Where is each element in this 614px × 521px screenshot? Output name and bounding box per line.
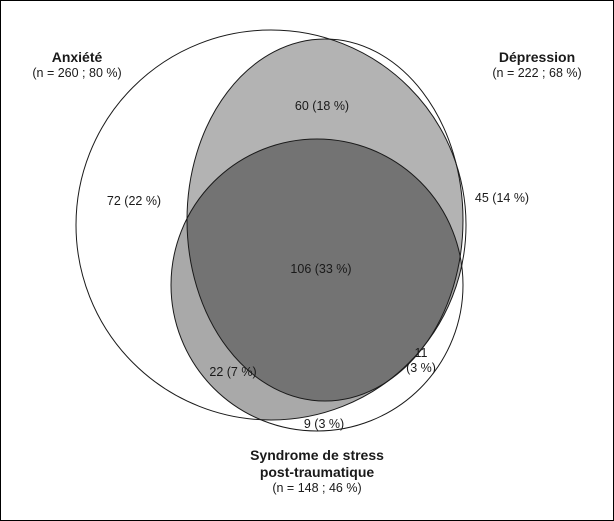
count-all-three: 106 (33 %): [290, 262, 352, 276]
anxiety-stat: (n = 260 ; 80 %): [32, 66, 122, 80]
ptsd-stat: (n = 148 ; 46 %): [272, 481, 362, 495]
label-anxiety: Anxiété (n = 260 ; 80 %): [32, 49, 121, 81]
count-depression-only: 45 (14 %): [474, 191, 530, 205]
region-all-three: [187, 139, 463, 401]
count-anxiety-depression: 60 (18 %): [294, 99, 350, 113]
ptsd-name-line2: post-traumatique: [259, 464, 375, 480]
count-depression-ptsd-value: 11: [414, 346, 428, 360]
label-depression: Dépression (n = 222 ; 68 %): [492, 49, 581, 81]
label-ptsd: Syndrome de stress post-traumatique (n =…: [250, 447, 384, 496]
depression-stat: (n = 222 ; 68 %): [492, 66, 582, 80]
depression-name: Dépression: [498, 49, 576, 65]
anxiety-name: Anxiété: [51, 49, 103, 65]
circle-anxiety: [75, 29, 467, 421]
count-anxiety-ptsd: 22 (7 %): [209, 365, 257, 379]
ptsd-name-line1: Syndrome de stress: [250, 447, 384, 463]
circle-depression: [186, 38, 464, 402]
count-depression-ptsd: 11 (3 %): [406, 346, 436, 376]
count-ptsd-only: 9 (3 %): [303, 417, 345, 431]
count-depression-ptsd-percent: (3 %): [406, 361, 436, 375]
count-anxiety-only: 72 (22 %): [106, 194, 162, 208]
circle-ptsd: [170, 138, 464, 432]
